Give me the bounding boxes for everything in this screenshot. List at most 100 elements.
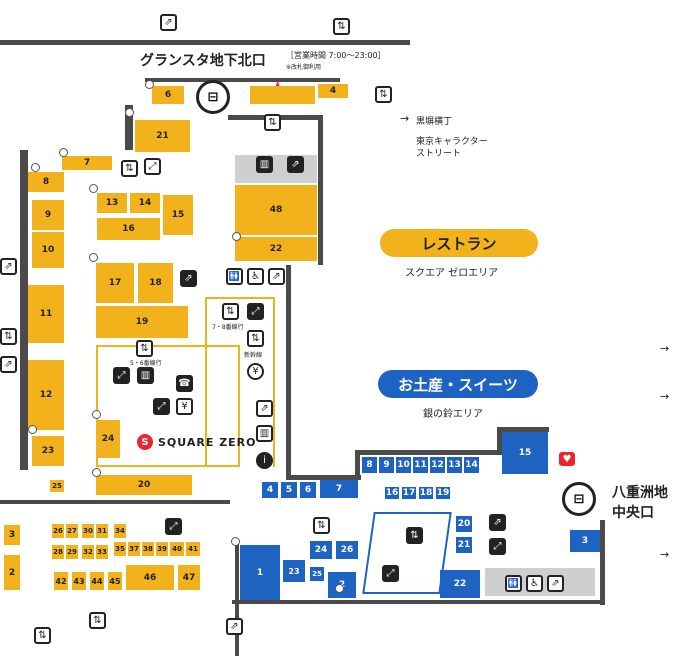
store-unit[interactable]: 9 [379, 457, 394, 473]
store-unit[interactable]: 22 [235, 237, 317, 261]
store-unit[interactable]: 42 [54, 572, 68, 590]
store-unit[interactable]: 12 [430, 457, 445, 473]
store-unit[interactable]: 20 [456, 516, 472, 532]
store-unit[interactable]: 19 [436, 487, 450, 499]
north-wall [0, 40, 410, 45]
store-unit[interactable]: 47 [178, 565, 200, 590]
store-unit[interactable]: 5 [281, 482, 297, 498]
store-unit[interactable]: 24 [310, 541, 332, 559]
store-unit[interactable]: 26 [336, 541, 358, 559]
elevator-icon: ⇅ [136, 340, 153, 357]
store-unit[interactable]: 40 [170, 542, 184, 556]
store-unit[interactable]: 19 [96, 306, 188, 338]
store-unit[interactable]: 23 [283, 560, 305, 582]
north-gate-icon[interactable]: ⊟ [196, 80, 230, 114]
store-unit[interactable]: 31 [96, 524, 108, 538]
store-unit[interactable]: 26 [52, 524, 64, 538]
square-zero-outline-east [205, 297, 275, 467]
north-exit-wall [145, 78, 340, 82]
store-unit[interactable]: 44 [90, 572, 104, 590]
store-unit[interactable]: 4 [318, 84, 348, 98]
restaurant-zone-subtitle: スクエア ゼロエリア [405, 268, 499, 279]
store-unit[interactable]: 8 [28, 172, 64, 192]
elevator-icon: ⇅ [264, 114, 281, 131]
store-unit[interactable]: 15 [502, 432, 548, 474]
store-unit[interactable]: 18 [138, 263, 173, 303]
store-unit[interactable]: 21 [135, 120, 190, 152]
corridor-bottom-wall [286, 475, 361, 480]
store-unit[interactable]: 10 [396, 457, 411, 473]
store-unit[interactable]: 14 [464, 457, 479, 473]
store-unit[interactable]: 30 [82, 524, 94, 538]
store-unit[interactable]: 8 [362, 457, 377, 473]
south-gate-icon[interactable]: ⊟ [562, 482, 596, 516]
escalator-icon: ⤢ [247, 303, 264, 320]
store-unit[interactable]: 17 [402, 487, 416, 499]
corridor-east-wall [286, 265, 291, 480]
store-unit[interactable]: 4 [262, 482, 278, 498]
store-unit[interactable]: 20 [96, 475, 192, 495]
store-unit[interactable]: 32 [82, 545, 94, 559]
store-unit[interactable]: 7 [320, 480, 358, 498]
store-unit[interactable]: 25 [50, 480, 64, 492]
restaurant-zone-title[interactable]: レストラン [380, 229, 538, 257]
store-unit[interactable]: 11 [413, 457, 428, 473]
elevator-78-label: 7・8番線行 [212, 324, 244, 331]
store-unit[interactable]: 24 [96, 420, 120, 458]
store-unit[interactable]: 45 [108, 572, 122, 590]
store-unit[interactable] [250, 86, 315, 104]
store-unit[interactable]: 16 [385, 487, 399, 499]
store-unit[interactable]: 6 [152, 86, 184, 104]
store-unit[interactable]: 3 [570, 530, 600, 552]
store-unit[interactable]: 14 [130, 193, 160, 213]
store-unit[interactable]: 15 [163, 195, 193, 235]
store-unit[interactable]: 35 [114, 542, 126, 556]
store-unit[interactable]: 7 [62, 156, 112, 170]
store-unit[interactable]: 12 [28, 360, 64, 430]
elevator-icon: ⇅ [222, 303, 239, 320]
south-exit-line2: 中央口 [612, 505, 654, 521]
store-unit[interactable]: 43 [72, 572, 86, 590]
store-unit[interactable]: 11 [28, 285, 64, 343]
store-unit[interactable]: 2 [4, 555, 20, 590]
store-unit[interactable]: 13 [447, 457, 462, 473]
edge-arrow-1: → [660, 342, 670, 355]
store-unit[interactable]: 29 [66, 545, 78, 559]
store-unit[interactable]: 9 [32, 200, 64, 230]
store-unit[interactable]: 48 [235, 185, 317, 235]
store-unit[interactable]: 46 [126, 565, 174, 590]
souvenir-step-top [497, 427, 549, 432]
store-unit[interactable]: 1 [240, 545, 280, 600]
store-unit[interactable]: 21 [456, 537, 472, 553]
store-unit[interactable]: 34 [114, 524, 126, 538]
store-unit[interactable]: 33 [96, 545, 108, 559]
store-unit[interactable]: 13 [97, 193, 127, 213]
store-unit[interactable]: 16 [97, 218, 160, 240]
store-unit[interactable]: 25 [310, 567, 324, 581]
store-unit[interactable]: 27 [66, 524, 78, 538]
stairs-icon: ⇗ [180, 270, 197, 287]
store-unit[interactable]: 10 [32, 232, 64, 268]
store-unit[interactable]: 6 [300, 482, 316, 498]
elevator-icon: ⇅ [406, 527, 423, 544]
souvenir-zone-title[interactable]: お土産・スイーツ [378, 370, 538, 398]
store-unit[interactable]: 28 [52, 545, 64, 559]
stairs-icon: ⇗ [256, 400, 273, 417]
store-unit[interactable]: 41 [186, 542, 200, 556]
inner-wall-3 [318, 115, 323, 265]
locker-icon: ▥ [137, 367, 154, 384]
store-unit[interactable]: 18 [419, 487, 433, 499]
store-unit[interactable]: 23 [32, 436, 64, 466]
north-exit-hours: ［営業時間 7:00〜23:00］ [286, 51, 386, 60]
store-unit[interactable]: 17 [96, 263, 134, 303]
store-unit[interactable]: 37 [128, 542, 140, 556]
south-wall [0, 500, 230, 504]
escalator-icon: ⤢ [153, 398, 170, 415]
store-unit[interactable]: 3 [4, 525, 20, 545]
atm-icon: ¥ [247, 363, 264, 380]
store-unit[interactable]: 39 [156, 542, 168, 556]
store-unit[interactable]: 22 [440, 570, 480, 598]
elevator-icon: ⇅ [247, 330, 264, 347]
store-unit[interactable]: 38 [142, 542, 154, 556]
pillar-dot [125, 108, 134, 117]
